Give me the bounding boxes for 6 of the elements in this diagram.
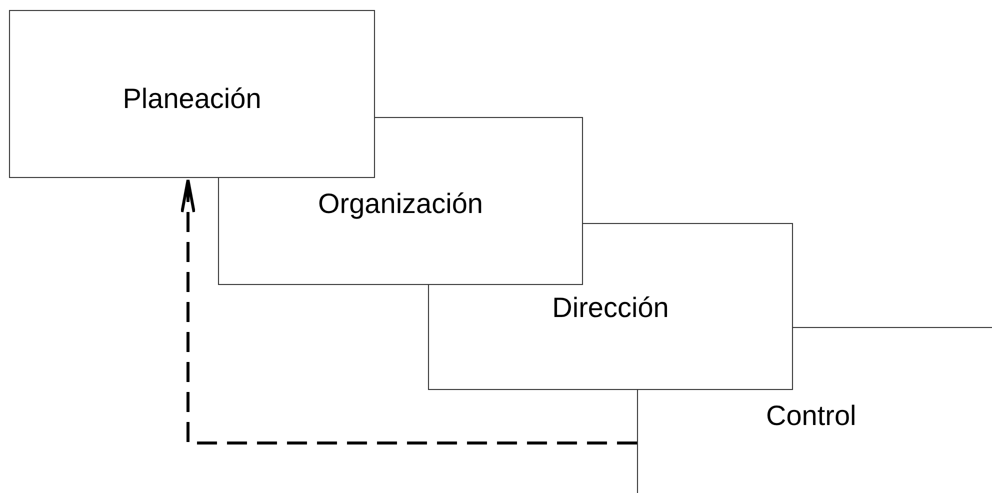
box-label: Organización bbox=[317, 190, 484, 218]
box-label: Planeación bbox=[122, 85, 262, 113]
dashed-feedback-arrow bbox=[180, 178, 637, 444]
box-label: Dirección bbox=[551, 294, 670, 322]
box-label: Control bbox=[766, 402, 856, 430]
process-box bbox=[9, 10, 375, 178]
